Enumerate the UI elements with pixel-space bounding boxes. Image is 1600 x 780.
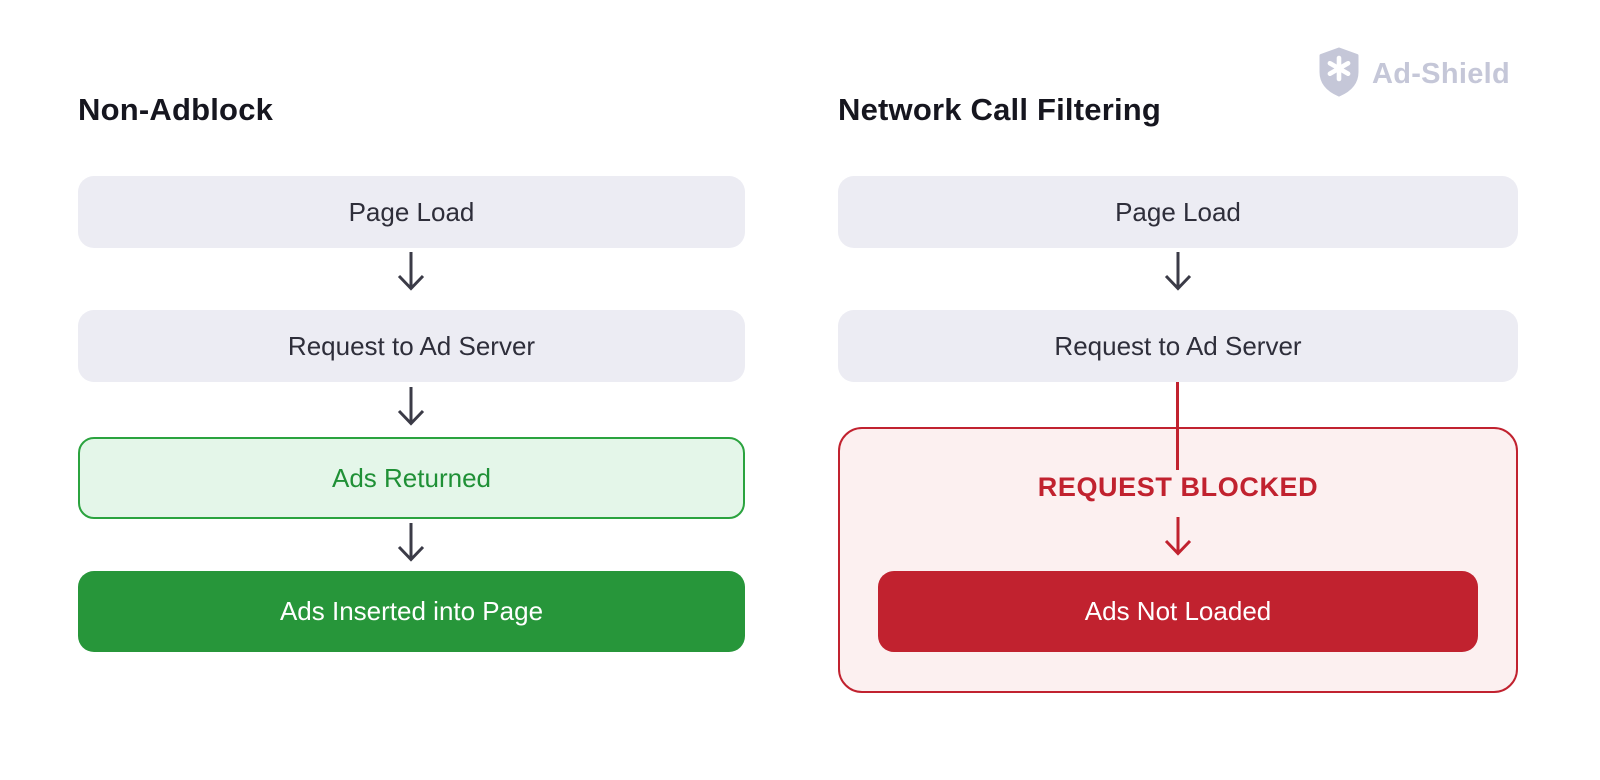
flow-step-request-left: Request to Ad Server [78, 310, 745, 382]
logo-brand-text: Ad-Shield [1371, 58, 1510, 90]
arrow-down-red-icon [1160, 516, 1196, 556]
arrow-down-icon [393, 251, 429, 291]
arrow-down-icon [393, 522, 429, 562]
flow-step-ads-returned: Ads Returned [78, 437, 745, 519]
shield-asterisk-icon [1317, 47, 1361, 102]
flow-step-page-load-left: Page Load [78, 176, 745, 248]
blocked-request-line [1176, 382, 1179, 470]
arrow-down-icon [393, 386, 429, 426]
ad-shield-logo: Ad-Shield [1317, 47, 1510, 102]
flow-step-page-load-right: Page Load [838, 176, 1518, 248]
flow-step-request-right: Request to Ad Server [838, 310, 1518, 382]
request-blocked-label: REQUEST BLOCKED [1037, 472, 1319, 502]
right-flow-title: Network Call Filtering [838, 92, 1162, 127]
flow-step-ads-not-loaded: Ads Not Loaded [878, 571, 1478, 652]
flow-step-ads-inserted: Ads Inserted into Page [78, 571, 745, 652]
arrow-down-icon [1160, 251, 1196, 291]
left-flow-title: Non-Adblock [78, 92, 274, 127]
